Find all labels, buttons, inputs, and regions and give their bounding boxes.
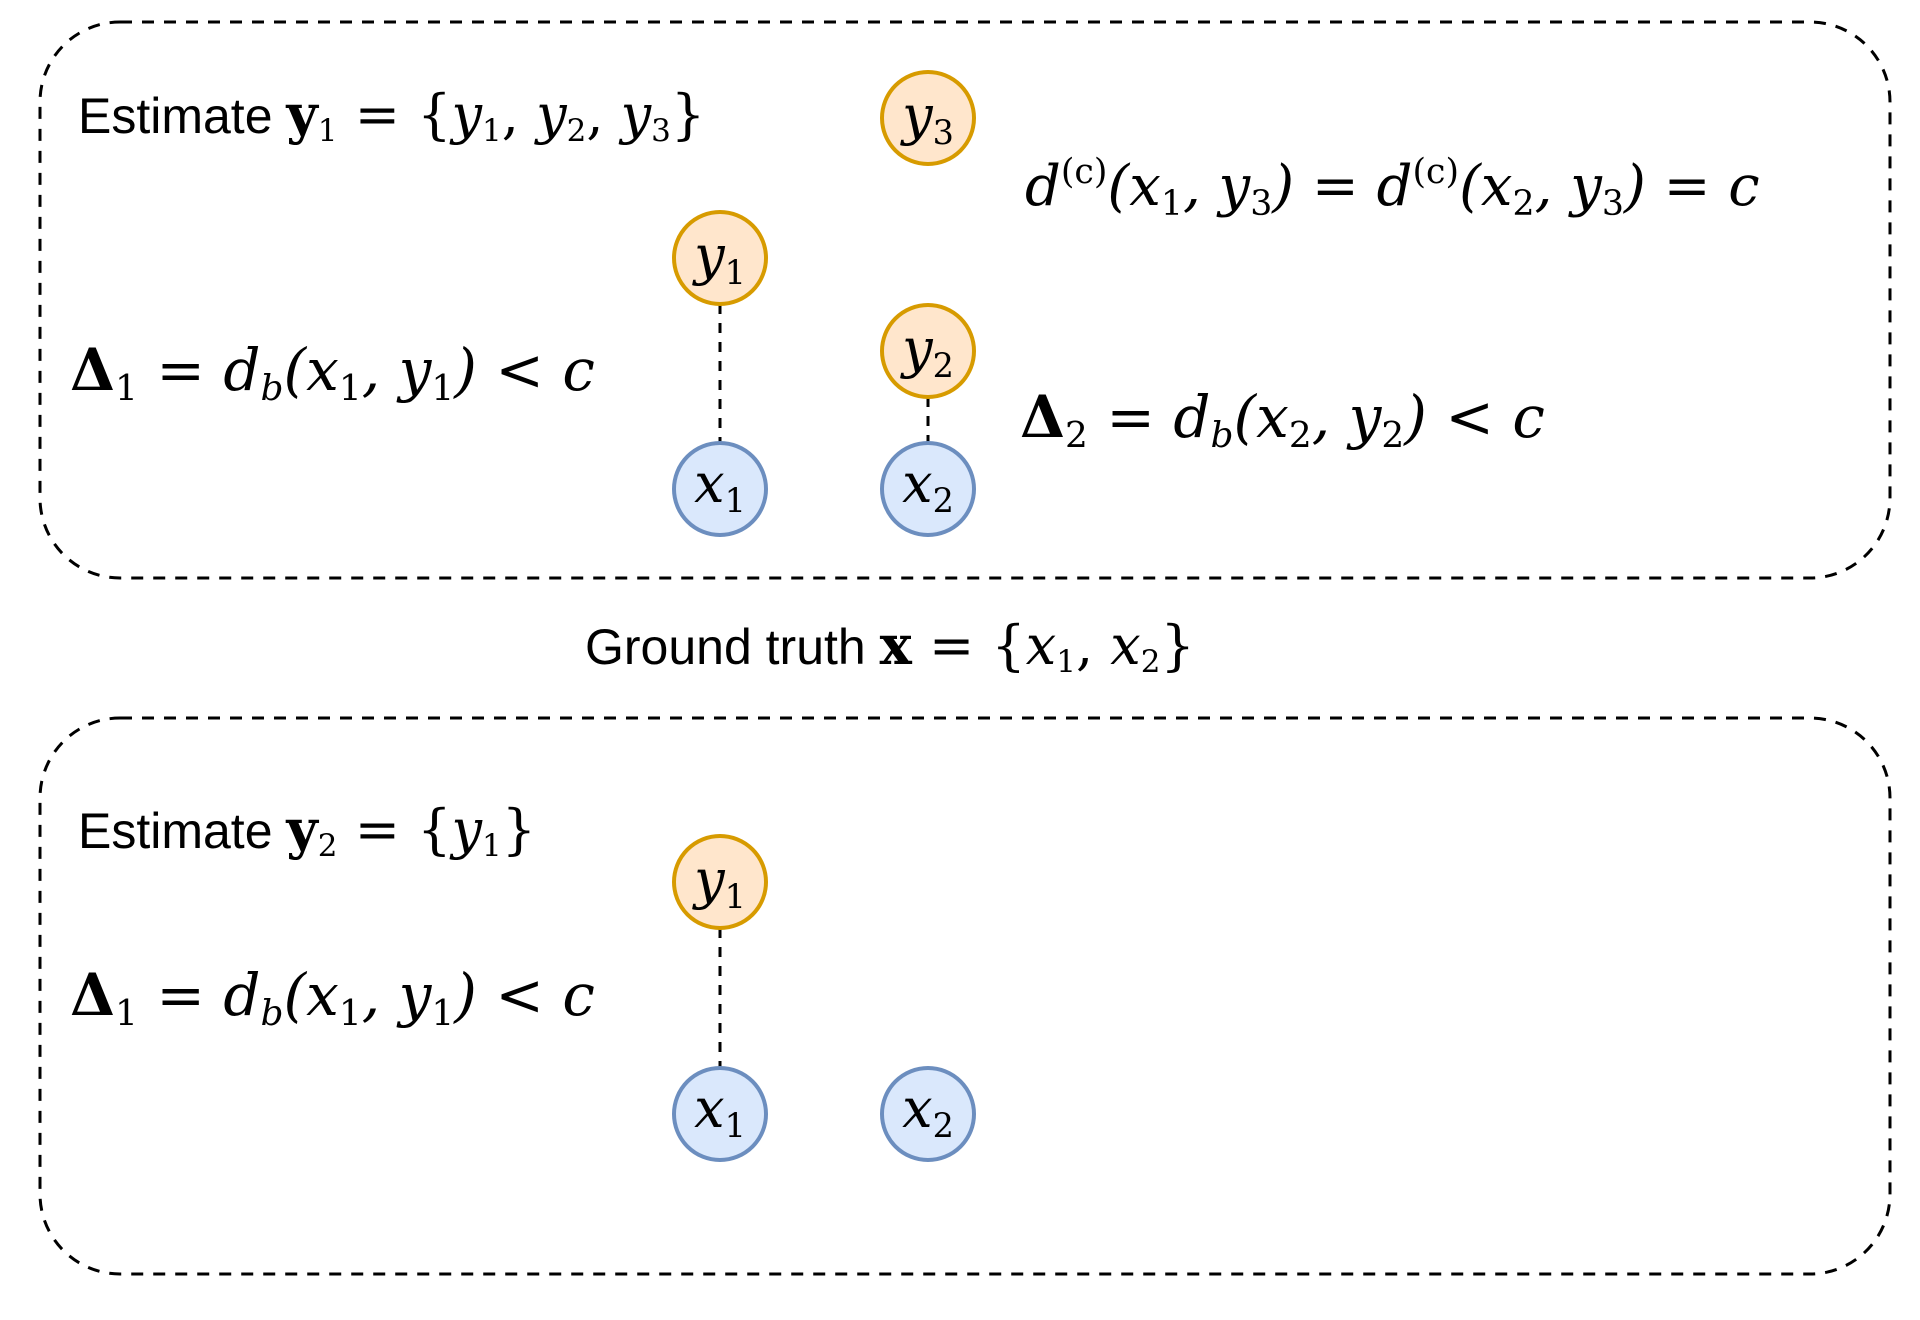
- ground-truth-label: Ground truth x = {x1, x2}: [585, 613, 1195, 680]
- bottom-node-y1-label: y1: [692, 848, 746, 916]
- node-y2-label: y2: [900, 317, 954, 385]
- bottom-node-x1-circle: [672, 1066, 768, 1162]
- node-x2: x2: [880, 441, 976, 537]
- node-y2: y2: [880, 303, 976, 399]
- node-x2-circle: [880, 441, 976, 537]
- top-panel: Estimate y1 = {y1, y2, y3} Δ1 = db(x1, y…: [38, 20, 1892, 580]
- bottom-node-y1-circle: [672, 834, 768, 930]
- bottom-node-x1: x1: [672, 1066, 768, 1162]
- node-y2-circle: [880, 303, 976, 399]
- bottom-panel: Estimate y2 = {y1} Δ1 = db(x1, y1) < c y…: [38, 716, 1892, 1276]
- top-panel-border: [38, 20, 1892, 580]
- bottom-node-x2-label: x2: [902, 1077, 954, 1145]
- node-x1-label: x1: [694, 452, 746, 520]
- bottom-node-x2-circle: [880, 1066, 976, 1162]
- bottom-delta1-formula: Δ1 = db(x1, y1) < c: [70, 961, 595, 1034]
- node-y1-label: y1: [692, 224, 746, 292]
- bottom-node-x2: x2: [880, 1066, 976, 1162]
- top-caption: Estimate y1 = {y1, y2, y3}: [78, 82, 705, 149]
- top-delta2-formula: Δ2 = db(x2, y2) < c: [1020, 383, 1545, 456]
- node-y1: y1: [672, 210, 768, 306]
- node-y1-circle: [672, 210, 768, 306]
- bottom-caption: Estimate y2 = {y1}: [78, 797, 536, 864]
- node-x2-label: x2: [902, 452, 954, 520]
- bottom-node-y1: y1: [672, 834, 768, 930]
- top-delta1-formula: Δ1 = db(x1, y1) < c: [70, 336, 595, 409]
- bottom-panel-border: [38, 716, 1892, 1276]
- top-cutoff-formula: d(c)(x1, y3) = d(c)(x2, y3) = c: [1025, 152, 1760, 224]
- node-x1-circle: [672, 441, 768, 537]
- bottom-node-x1-label: x1: [694, 1077, 746, 1145]
- node-y3: y3: [880, 70, 976, 166]
- node-x1: x1: [672, 441, 768, 537]
- node-y3-label: y3: [900, 84, 954, 152]
- node-y3-circle: [880, 70, 976, 166]
